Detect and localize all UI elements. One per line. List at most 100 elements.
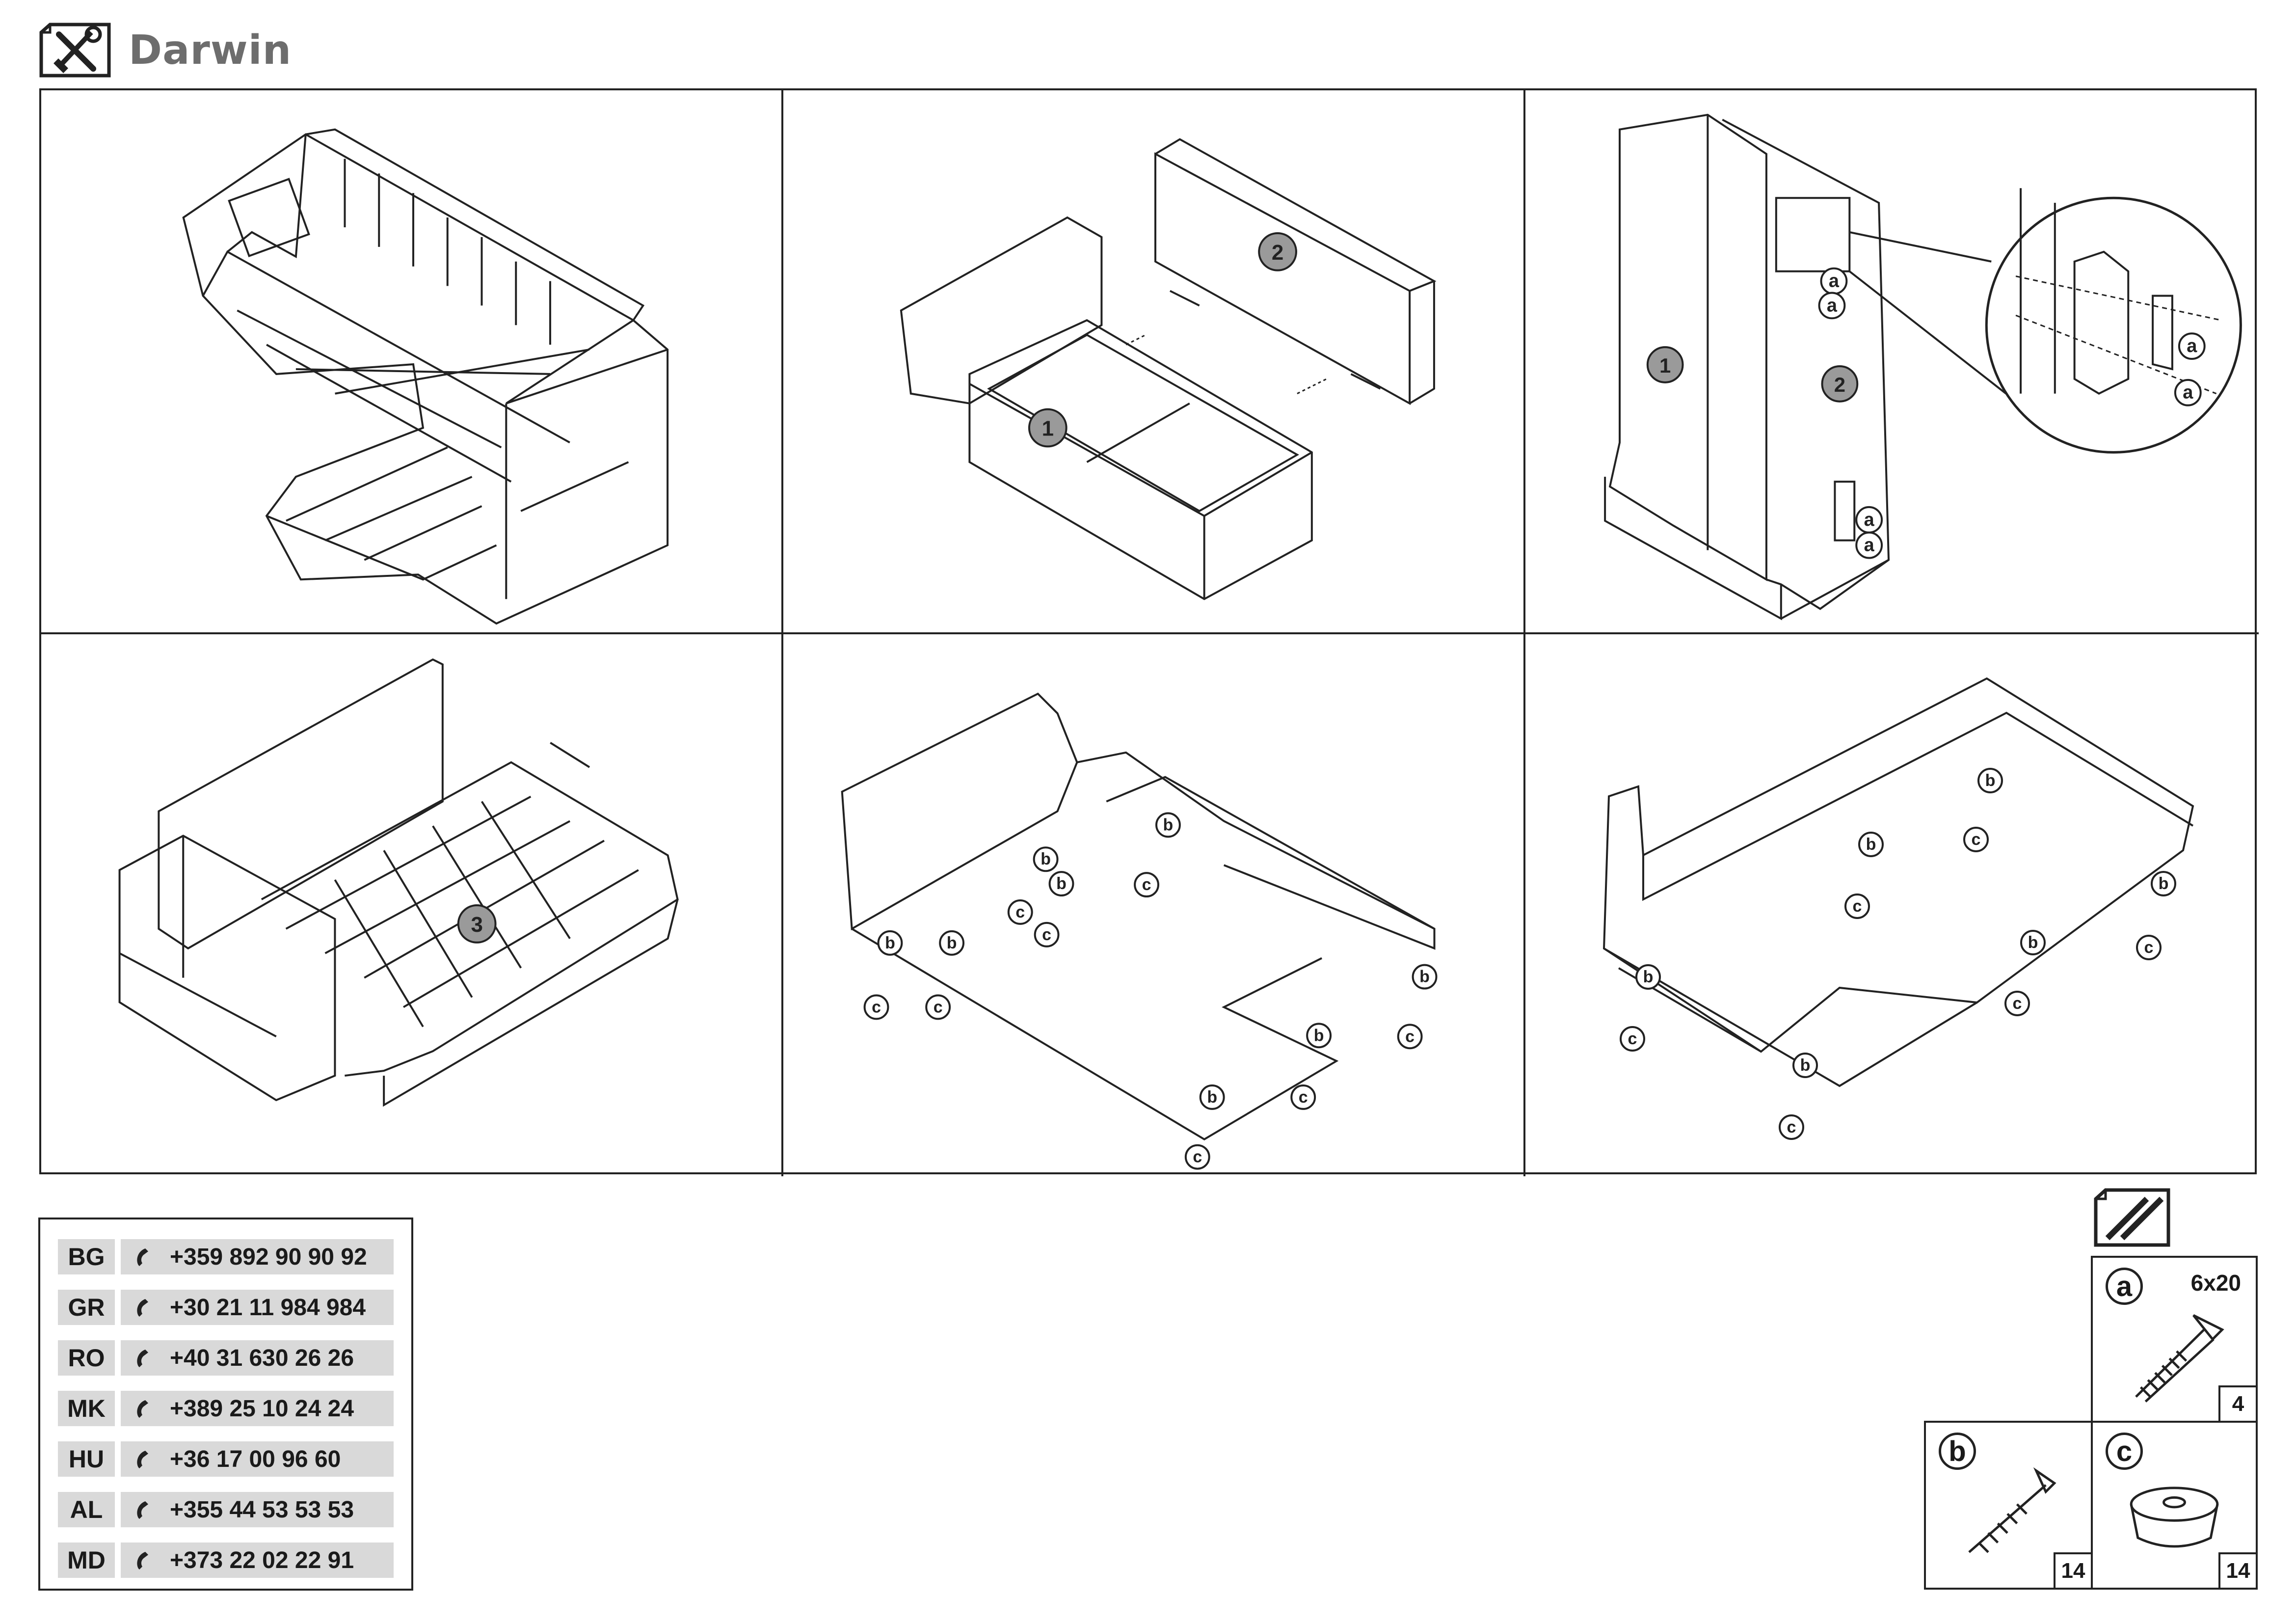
- step-marker-3: 3: [457, 904, 497, 944]
- step-marker-2: 2: [1258, 232, 1297, 271]
- label-c: c: [1397, 1024, 1423, 1050]
- svg-text:a: a: [1864, 535, 1875, 556]
- country-code: HU: [58, 1441, 115, 1477]
- svg-text:b: b: [947, 934, 957, 952]
- phone-number: +373 22 02 22 91: [121, 1543, 394, 1578]
- label-c: c: [1844, 893, 1870, 919]
- svg-text:c: c: [1972, 830, 1981, 849]
- phone-icon: [137, 1248, 148, 1266]
- label-b: b: [1048, 871, 1074, 897]
- svg-text:a: a: [2187, 336, 2197, 356]
- hinge-detail-illustration: 1 2 a a a a a a: [1604, 113, 2242, 621]
- label-a: a: [1855, 506, 1883, 534]
- country-code: RO: [58, 1340, 115, 1376]
- phone-icon: [137, 1400, 148, 1418]
- page-title: Darwin: [129, 27, 292, 74]
- contact-row: AL +355 44 53 53 53: [58, 1492, 394, 1527]
- label-c: c: [1620, 1026, 1645, 1052]
- label-c: c: [2136, 935, 2162, 960]
- feet-mounting-illustration: b c b c b c b c b c b c b c b c: [841, 692, 1438, 1170]
- part-letter-a: a: [2106, 1268, 2143, 1305]
- svg-text:a: a: [2183, 382, 2193, 403]
- page-header: Darwin: [38, 21, 292, 80]
- label-b: b: [1792, 1053, 1818, 1078]
- svg-text:3: 3: [471, 913, 482, 937]
- svg-text:c: c: [1042, 925, 1051, 944]
- label-c: c: [1134, 872, 1159, 898]
- svg-text:b: b: [885, 934, 895, 952]
- phone-number: +389 25 10 24 24: [121, 1391, 394, 1426]
- svg-text:c: c: [1142, 875, 1151, 894]
- label-b: b: [1977, 768, 2003, 793]
- phone-icon: [137, 1552, 148, 1570]
- svg-text:b: b: [1056, 874, 1067, 893]
- svg-text:a: a: [1864, 510, 1875, 530]
- panel-assembled-sofa: [41, 90, 783, 634]
- label-b: b: [939, 930, 965, 956]
- svg-text:b: b: [1419, 968, 1430, 986]
- label-c: c: [1779, 1114, 1804, 1140]
- country-code: BG: [58, 1239, 115, 1274]
- assembly-steps-grid: 1 2: [39, 88, 2259, 1176]
- contact-row: RO +40 31 630 26 26: [58, 1340, 394, 1376]
- phone-number: +355 44 53 53 53: [121, 1492, 394, 1527]
- label-c: c: [2004, 991, 2030, 1016]
- country-code: GR: [58, 1290, 115, 1325]
- svg-text:a: a: [1827, 295, 1838, 316]
- corner-sofa-illustration: [182, 128, 669, 625]
- label-b: b: [1858, 832, 1884, 857]
- panel-feet-right: b c b c b c b c b c b c: [1525, 634, 2259, 1176]
- label-a: a: [1818, 292, 1846, 320]
- feet-mounting-illustration-2: b c b c b c b c b c b c: [1602, 677, 2194, 1140]
- contact-phone-table: BG +359 892 90 90 92 GR +30 21 11 984 98…: [38, 1218, 413, 1591]
- svg-text:c: c: [1405, 1027, 1415, 1046]
- part-size: 6x20: [2190, 1270, 2241, 1296]
- label-b: b: [1033, 846, 1059, 872]
- svg-text:b: b: [1163, 815, 1174, 834]
- svg-text:b: b: [2028, 933, 2038, 952]
- label-a: a: [2178, 332, 2206, 360]
- label-b: b: [1155, 812, 1181, 838]
- label-c: c: [1007, 899, 1033, 925]
- part-b-box: b 14: [1924, 1421, 2093, 1590]
- svg-text:1: 1: [1042, 416, 1054, 440]
- label-b: b: [1306, 1023, 1332, 1049]
- country-code: MK: [58, 1391, 115, 1426]
- label-a: a: [1855, 531, 1883, 559]
- wood-screw-icon: [1968, 1467, 2056, 1553]
- svg-text:b: b: [1643, 968, 1654, 986]
- label-c: c: [925, 994, 951, 1020]
- part-c-box: c 14: [2091, 1421, 2258, 1590]
- svg-text:2: 2: [1272, 241, 1283, 265]
- phone-number: +30 21 11 984 984: [121, 1290, 394, 1325]
- svg-text:a: a: [1829, 271, 1840, 292]
- svg-text:c: c: [2013, 994, 2022, 1013]
- label-c: c: [1184, 1144, 1210, 1170]
- country-code: AL: [58, 1492, 115, 1527]
- panel-base-and-back: 1 2: [783, 90, 1525, 634]
- phone-icon: [137, 1451, 148, 1468]
- svg-text:c: c: [1193, 1148, 1202, 1166]
- label-b: b: [877, 930, 903, 956]
- svg-text:c: c: [934, 998, 943, 1016]
- svg-text:c: c: [1299, 1088, 1308, 1107]
- panel-bolt-connection: 1 2 a a a a a a: [1525, 90, 2259, 634]
- svg-text:c: c: [1787, 1118, 1796, 1137]
- panel-feet-left: b c b c b c b c b c b c b c b c: [783, 634, 1525, 1176]
- svg-text:c: c: [2144, 938, 2154, 957]
- phone-icon: [137, 1501, 148, 1519]
- label-b: b: [1412, 964, 1438, 990]
- sofa-foot-icon: [2130, 1487, 2219, 1548]
- panel-bed-mechanism: 3: [41, 634, 783, 1176]
- svg-text:b: b: [1985, 771, 1996, 790]
- label-b: b: [1199, 1084, 1225, 1110]
- contact-row: GR +30 21 11 984 984: [58, 1290, 394, 1325]
- svg-text:b: b: [1866, 835, 1876, 854]
- sofa-bed-illustration: 3: [118, 658, 679, 1107]
- country-code: MD: [58, 1543, 115, 1578]
- label-a: a: [1820, 267, 1848, 295]
- part-letter-b: b: [1939, 1433, 1976, 1470]
- label-c: c: [1963, 827, 1989, 852]
- contact-row: MK +389 25 10 24 24: [58, 1391, 394, 1426]
- svg-text:b: b: [1207, 1088, 1217, 1107]
